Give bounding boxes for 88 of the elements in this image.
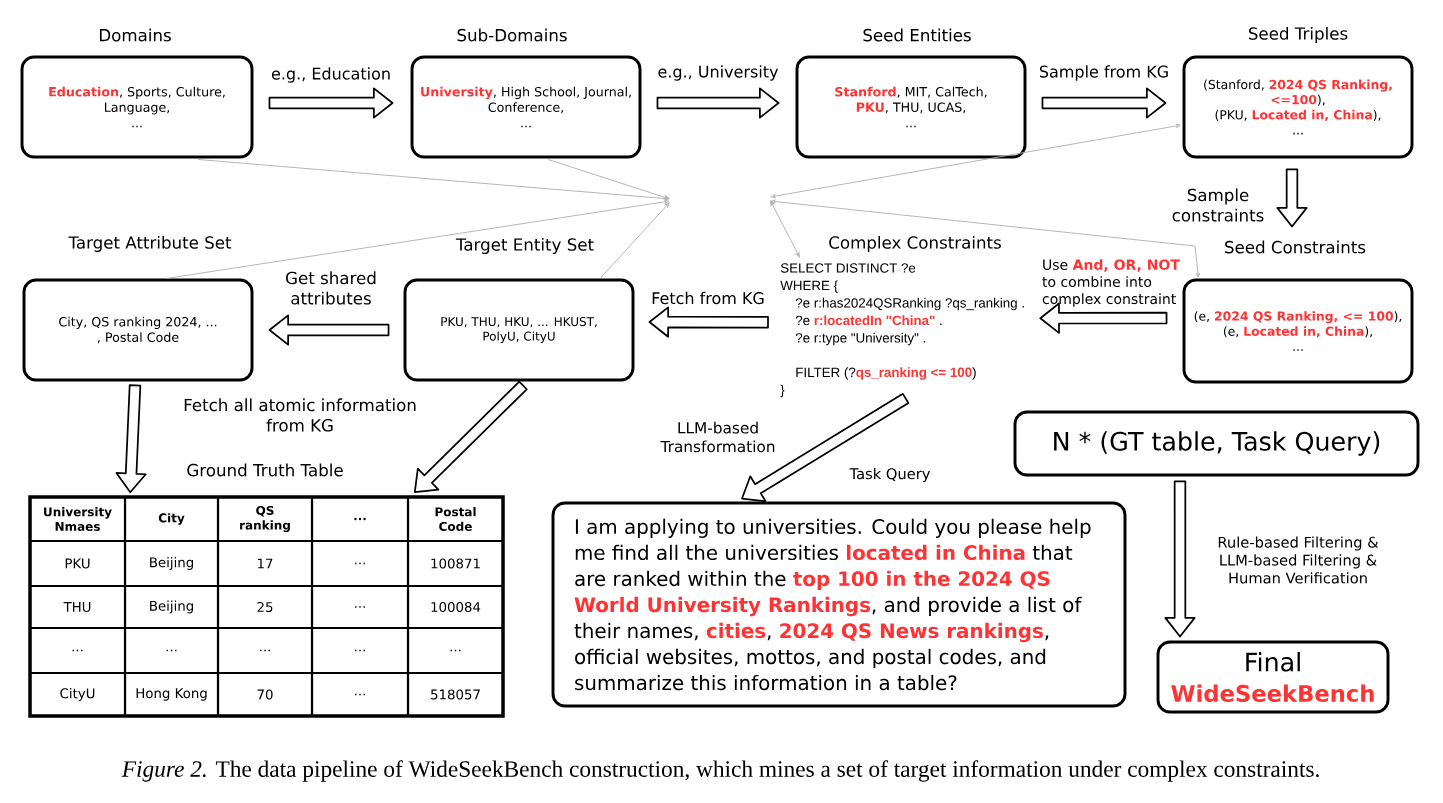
process-box: University, High School, Journal, Conference, ...	[410, 55, 642, 159]
node-label: SELECT DISTINCT ?e	[780, 263, 916, 273]
table-cell: 17	[216, 539, 314, 588]
edge-label: LLM-based Transformation	[660, 421, 775, 453]
process-box: (Stanford, 2024 QS Ranking, <=100), (PKU, Located in, China), ...	[1182, 55, 1414, 159]
block-arrow	[268, 314, 390, 346]
block-arrow	[1041, 87, 1167, 119]
heading: Sub-Domains	[457, 28, 567, 42]
table-cell: ...	[123, 626, 220, 675]
heading: Seed Triples	[1248, 26, 1348, 44]
table-cell: 100871	[406, 539, 505, 588]
node-label: (e, Located in, China),	[1223, 326, 1372, 338]
table-cell: CityU	[28, 671, 127, 718]
query-box: I am applying to universities. Could you please help me find all the universities located in China that are ranked within the top 100 in the 2024 QS World University Rankings, and provide a list of their names, cities, 2024 QS News rankings, official websites, mottos, and postal codes, and summarize this information in a table?	[551, 501, 1127, 708]
caption: Figure 2. The data pipeline of WideSeekBench construction, which mines a set of target information under complex constraints.	[121, 760, 1319, 782]
heading: Task Query	[849, 467, 930, 483]
table-cell: University Nmaes	[28, 495, 127, 543]
process-box: Education, Sports, Culture, Language, ...	[20, 55, 254, 159]
output-box: N * (GT table, Task Query)	[1013, 410, 1420, 477]
edge-label: Get shared attributes	[286, 271, 376, 305]
block-arrow	[1164, 480, 1196, 638]
block-arrow	[268, 87, 394, 119]
edge-label: e.g., University	[658, 65, 779, 81]
heading: Target Attribute Set	[68, 235, 232, 253]
edge-label: Sample constraints	[1172, 188, 1264, 222]
table-cell: Hong Kong	[123, 671, 220, 718]
node-label: FILTER (?qs_ranking <= 100)	[796, 367, 976, 380]
heading: Domains	[99, 28, 171, 42]
node-label: ...	[1293, 349, 1303, 351]
process-box: (e, 2024 QS Ranking, <= 100), (e, Located in, China), ...	[1182, 278, 1414, 384]
connector-line	[770, 199, 1201, 278]
table-cell: ...	[310, 626, 410, 675]
node-label: ?e r:locatedIn "China" .	[795, 315, 942, 326]
block-arrow	[413, 380, 528, 494]
block-arrow	[741, 393, 910, 503]
block-arrow	[1276, 168, 1308, 228]
table-cell: PKU	[28, 539, 127, 588]
table-cell: ...	[310, 495, 410, 543]
heading: Complex Constraints	[829, 235, 1001, 253]
block-arrow	[1039, 302, 1168, 334]
table-cell: Beijing	[123, 584, 220, 630]
table-cell: 518057	[406, 671, 505, 718]
code-text: SELECT DISTINCT ?e WHERE { ?e r:has2024QSRanking ?qs_ranking . ?e r:locatedIn "China" . ?e r:type "University" . FILTER (?qs_ranking <= 100) }	[780, 263, 1024, 398]
node-label: ?e r:type "University" .	[795, 332, 926, 346]
node-label: }	[780, 384, 785, 398]
heading: Target Entity Set	[455, 237, 594, 255]
process-box: PKU, THU, HKU, ... HKUST, PolyU, CityU	[403, 278, 635, 382]
node-label: ?e r:has2024QSRanking ?qs_ranking .	[795, 297, 1024, 311]
edge-label: e.g., Education	[271, 67, 390, 83]
table-title: Ground Truth Table	[187, 463, 343, 477]
table-cell: ...	[28, 626, 127, 675]
edge-label: Use And, OR, NOT to combine into complex constraint	[1042, 259, 1180, 307]
table-cell: ...	[310, 584, 410, 630]
result-box: Final WideSeekBench	[1156, 640, 1390, 714]
edge-label: Fetch from KG	[652, 291, 764, 305]
table-cell: THU	[28, 584, 127, 630]
block-arrow	[648, 306, 769, 338]
node-label: (PKU, Located in, China),	[1215, 109, 1381, 122]
table-cell: Beijing	[123, 539, 220, 588]
heading: Seed Constraints	[1225, 240, 1366, 254]
table-cell: QS ranking	[216, 495, 314, 543]
table-cell: City	[123, 495, 220, 543]
node-label: (Stanford, 2024 QS Ranking, <=100),	[1204, 79, 1392, 106]
process-box: Stanford, MIT, CalTech, PKU, THU, UCAS, ...	[795, 55, 1027, 159]
table-cell: Postal Code	[406, 495, 505, 543]
connector-line	[197, 159, 670, 201]
edge-label: Sample from KG	[1039, 65, 1168, 81]
block-arrow	[115, 384, 147, 494]
table-cell: 70	[216, 671, 314, 718]
node-label: WHERE {	[780, 280, 838, 293]
connector-line	[547, 159, 670, 200]
node-label: (e, 2024 QS Ranking, <= 100),	[1194, 311, 1402, 324]
connector-line	[165, 199, 670, 279]
annotation: Fetch all atomic information from KG	[184, 398, 416, 432]
table-cell: 100084	[406, 584, 505, 630]
connector-line	[599, 202, 670, 279]
table-cell: ...	[216, 626, 314, 675]
table-cell: ...	[310, 671, 410, 718]
node-label: ...	[1293, 132, 1303, 135]
connector-line	[770, 200, 800, 258]
table-cell: ...	[310, 539, 410, 588]
heading: Seed Entities	[863, 28, 971, 42]
process-box: City, QS ranking 2024, ... , Postal Code	[22, 278, 254, 382]
connector-line	[770, 123, 1181, 199]
edge-label: Rule-based Filtering & LLM-based Filtering & Human Verification	[1218, 536, 1379, 584]
table-cell: ...	[406, 626, 505, 675]
block-arrow	[656, 87, 780, 119]
table-cell: 25	[216, 584, 314, 630]
